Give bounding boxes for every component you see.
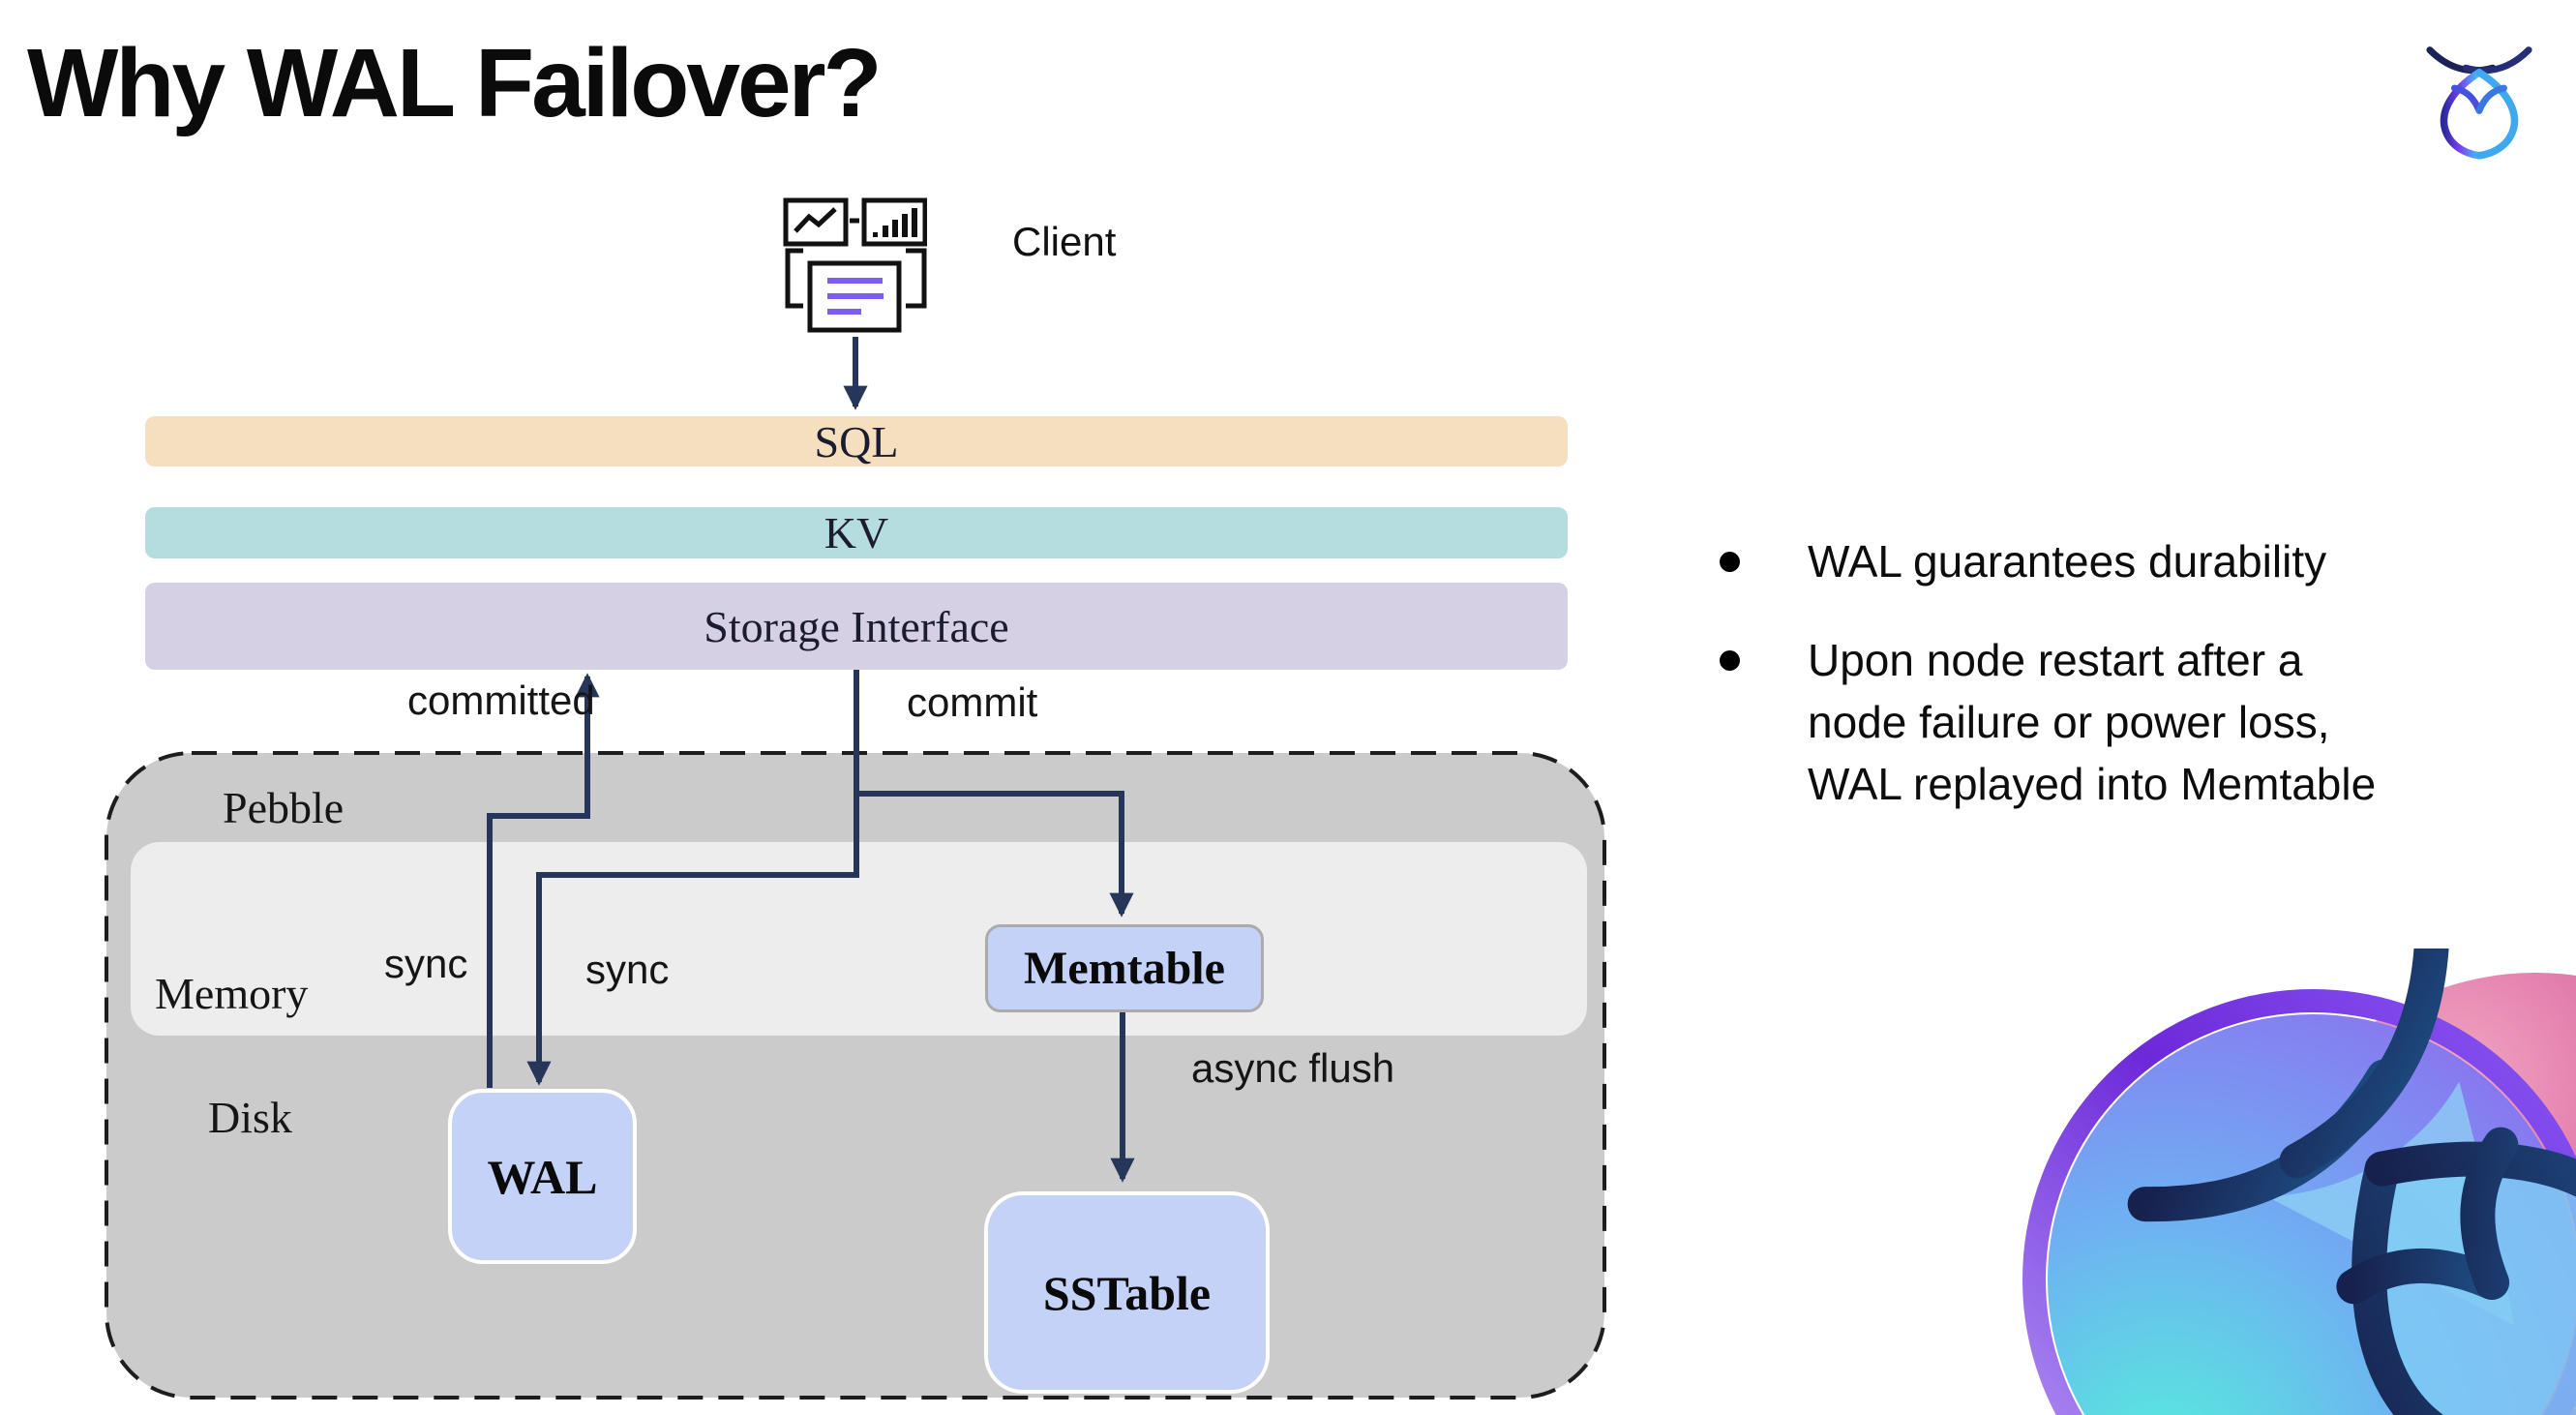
commit-label: commit bbox=[907, 679, 1038, 725]
sync-right-label: sync bbox=[585, 947, 670, 992]
cockroach-glyph bbox=[2127, 948, 2576, 1415]
purple-ring bbox=[2022, 989, 2576, 1415]
edge-commit-to-memtable bbox=[856, 791, 1134, 918]
bullet-line: Upon node restart after a bbox=[1808, 635, 2303, 685]
cockroachdb-logo-icon bbox=[2426, 46, 2532, 160]
brand-corner-art bbox=[2022, 948, 2576, 1415]
sync-left-label: sync bbox=[384, 941, 468, 986]
page-title: Why WAL Failover? bbox=[27, 29, 883, 137]
wal-node: WAL bbox=[448, 1089, 637, 1264]
bullet-line: WAL replayed into Memtable bbox=[1808, 759, 2377, 809]
bullet-list: WAL guarantees durability Upon node rest… bbox=[1713, 530, 2545, 852]
client-icon bbox=[783, 197, 927, 333]
pebble-label: Pebble bbox=[223, 783, 344, 832]
client-chart-windows bbox=[783, 197, 927, 247]
bullet-line: node failure or power loss, bbox=[1808, 697, 2330, 747]
memory-label: Memory bbox=[155, 969, 309, 1018]
edge-committed-up bbox=[487, 673, 600, 1088]
logo-strokes bbox=[2426, 46, 2532, 160]
bullet-dot bbox=[1720, 552, 1740, 572]
bullet-dot bbox=[1720, 650, 1740, 671]
bullet-line: WAL guarantees durability bbox=[1808, 536, 2327, 587]
layer-bar-kv-label: KV bbox=[824, 508, 889, 557]
sstable-node: SSTable bbox=[984, 1191, 1270, 1394]
async-flush-label: async flush bbox=[1191, 1045, 1395, 1091]
memtable-node-label: Memtable bbox=[1024, 943, 1225, 994]
terminal-brackets bbox=[785, 248, 927, 309]
layer-bar-sql: SQL bbox=[145, 416, 1568, 467]
committed-label: committed bbox=[407, 677, 595, 723]
connector-arrows bbox=[487, 337, 1135, 1183]
bullet-item: Upon node restart after a node failure o… bbox=[1713, 629, 2545, 815]
bullet-item: WAL guarantees durability bbox=[1713, 530, 2545, 592]
disk-label: Disk bbox=[208, 1093, 292, 1142]
layer-bar-storage-interface: Storage Interface bbox=[145, 583, 1568, 670]
memtable-node: Memtable bbox=[985, 924, 1264, 1012]
sstable-node-label: SSTable bbox=[1042, 1265, 1212, 1320]
layer-bar-storage-label: Storage Interface bbox=[704, 601, 1009, 651]
document-icon bbox=[807, 260, 902, 333]
line-chart-icon bbox=[783, 197, 849, 247]
layer-bar-sql-label: SQL bbox=[814, 416, 899, 467]
edge-commit-sync-to-wal bbox=[526, 664, 859, 1086]
client-label: Client bbox=[1012, 219, 1117, 264]
wal-node-label: WAL bbox=[487, 1149, 598, 1204]
layer-bar-kv: KV bbox=[145, 507, 1568, 558]
